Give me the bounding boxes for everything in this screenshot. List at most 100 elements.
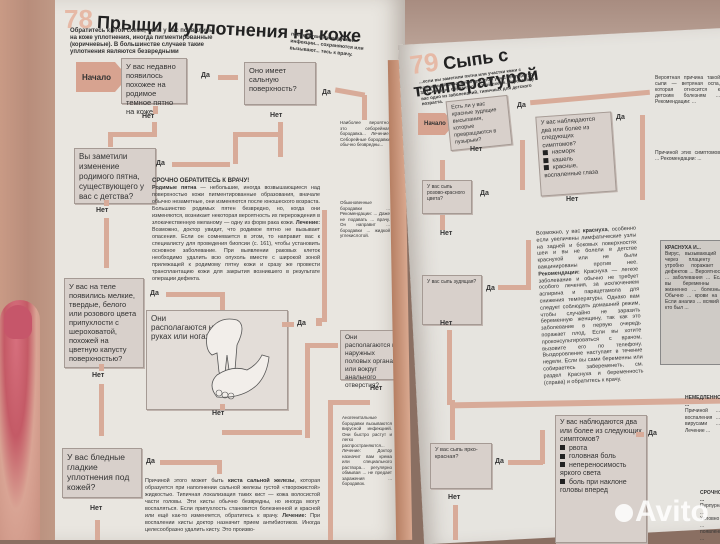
- symptom-item: боль при наклоне головы вперед: [560, 479, 642, 496]
- no-label: Нет: [470, 146, 483, 153]
- flow-arrow: [447, 330, 452, 405]
- bullet-icon: [542, 149, 548, 156]
- flow-arrow: [640, 115, 645, 200]
- page-number: 79: [407, 46, 441, 81]
- no-label: Нет: [566, 196, 579, 203]
- no-label: Нет: [96, 207, 109, 214]
- flow-arrow: [330, 400, 370, 405]
- flow-arrow: [520, 140, 525, 190]
- avito-logo-icon: [615, 504, 633, 523]
- flow-arrow: [99, 364, 104, 371]
- side-box-heading: КРАСНУХА И...: [665, 245, 701, 251]
- flow-arrow: [218, 75, 238, 80]
- question-text: У вас наблюдаются два или более из следу…: [560, 419, 642, 443]
- flow-arrow: [362, 95, 367, 120]
- flow-arrow: [166, 292, 224, 297]
- flow-arrow: [453, 505, 458, 540]
- flow-arrow: [160, 460, 220, 465]
- recommendation-body: Краснуха — легкое заболевание и обычно н…: [538, 266, 644, 387]
- flow-arrow: [322, 210, 327, 322]
- finger: [0, 300, 40, 540]
- flow-arrow: [104, 218, 109, 268]
- bullet-icon: [560, 445, 565, 451]
- advice-rubella: Возможно, у вас краснуха, особенно если …: [536, 225, 644, 386]
- no-label: Нет: [92, 372, 105, 379]
- left-page-header: 78 Прыщи и уплотнения на коже: [64, 4, 394, 46]
- advice-warts: Обыкновенные бородавки ... Рекомендации:…: [340, 200, 390, 238]
- symptom-label: кашель: [552, 155, 574, 164]
- flow-arrow: [282, 322, 294, 327]
- yes-label: Да: [297, 320, 306, 327]
- question-text: У вас наблюдаются два или более из следу…: [540, 116, 596, 149]
- flow-arrow: [172, 162, 230, 167]
- advice-genital: Аногенитальные бородавки вызываются виру…: [342, 415, 392, 486]
- no-label: Нет: [142, 113, 155, 120]
- symptom-item: красные, воспаленные глаза: [543, 161, 611, 181]
- flow-arrow: [636, 432, 644, 437]
- flow-arrow: [328, 400, 333, 540]
- no-label: Нет: [370, 385, 383, 392]
- avito-watermark: Avito: [615, 495, 709, 529]
- symptom-item: непереносимость яркого света: [560, 462, 642, 479]
- advice-heading: СРОЧНО ОБРАТИТЕСЬ К ВРАЧУ!: [152, 178, 250, 184]
- yes-label: Да: [150, 290, 159, 297]
- symptom-label: насморк: [551, 148, 576, 156]
- question-box: У вас на теле появились мелкие, твердые,…: [64, 278, 144, 368]
- flow-arrow: [153, 106, 158, 114]
- question-box: Вы заметили изменение родимого пятна, су…: [74, 148, 156, 204]
- flow-arrow: [450, 400, 455, 440]
- question-box: У вас наблюдаются два или более из следу…: [555, 415, 647, 543]
- urgent-heading: НЕМЕДЛЕННО ...: [685, 395, 720, 408]
- start-label: Начало: [424, 121, 446, 127]
- side-box-rubella-pregnancy: КРАСНУХА И... Вирус, вызывающий ... чере…: [660, 240, 720, 365]
- symptom-item: головная боль: [560, 453, 642, 462]
- advice-bold: киста сальной железы: [227, 478, 295, 484]
- question-box: У вас недавно появилось похожее на родим…: [121, 58, 187, 116]
- start-label: Начало: [82, 72, 111, 82]
- yes-label: Да: [201, 72, 210, 79]
- no-label: Нет: [440, 320, 453, 327]
- symptom-item: рвота: [560, 445, 642, 454]
- treatment-lead: Лечение:: [295, 220, 320, 226]
- no-label: Нет: [90, 505, 103, 512]
- urgent-advice-1: НЕМЕДЛЕННО ... Причиной ... воспаления .…: [685, 395, 720, 434]
- yes-label: Да: [648, 430, 657, 437]
- urgent-heading: СРОЧНО ...: [700, 490, 720, 503]
- advice-mole: СРОЧНО ОБРАТИТЕСЬ К ВРАЧУ! Родимые пятна…: [152, 178, 320, 283]
- flow-arrow: [112, 132, 157, 137]
- symptom-label: боль при наклоне головы вперед: [560, 478, 627, 495]
- flow-arrow: [108, 132, 113, 147]
- flow-arrow: [95, 520, 100, 540]
- bullet-icon: [560, 462, 565, 468]
- flow-arrow: [152, 122, 157, 137]
- flow-arrow: [526, 240, 531, 290]
- flow-arrow: [498, 285, 526, 290]
- flow-arrow: [233, 132, 238, 164]
- advice-seborrheic: Наиболее вероятно, это себорейная борода…: [340, 120, 390, 147]
- question-box-illustrated: Они располагаются на руках или ногах?: [146, 310, 288, 410]
- symptom-label: непереносимость яркого света: [560, 461, 627, 478]
- flow-arrow: [308, 343, 338, 348]
- question-box: У вас сыпь розово-красного цвета?: [422, 180, 472, 214]
- bullet-icon: [560, 453, 565, 459]
- flow-arrow: [220, 292, 225, 310]
- treatment-body: Возможно, доктор увидит, что родимое пят…: [152, 227, 320, 282]
- question-box: У вас сыпь зудящая?: [422, 275, 482, 325]
- no-label: Нет: [448, 494, 461, 501]
- advice-cyst: Причиной этого может быть киста сальной …: [145, 478, 320, 534]
- flow-arrow: [220, 404, 225, 410]
- flow-arrow: [222, 430, 302, 435]
- question-box: У вас сыпь ярко-красная?: [430, 443, 492, 489]
- advice-lead: Родимые пятна: [152, 185, 197, 191]
- question-box: У вас наблюдаются два или более из следу…: [535, 111, 617, 197]
- bullet-icon: [543, 157, 549, 163]
- question-box: Есть ли у вас красные зудящие высыпания,…: [445, 94, 513, 152]
- watermark-text: Avito: [635, 495, 709, 528]
- question-text: Они располагаются на руках или ногах?: [151, 314, 218, 341]
- no-label: Нет: [212, 410, 225, 417]
- yes-label: Да: [517, 102, 526, 109]
- urgent-body: Причиной ... воспаления ... вирусами ...…: [685, 408, 720, 434]
- bullet-icon: [560, 479, 565, 485]
- treatment-body: При воспалении кисты доктор назначит при…: [145, 513, 320, 533]
- hand-foot-illustration-icon: [206, 318, 270, 400]
